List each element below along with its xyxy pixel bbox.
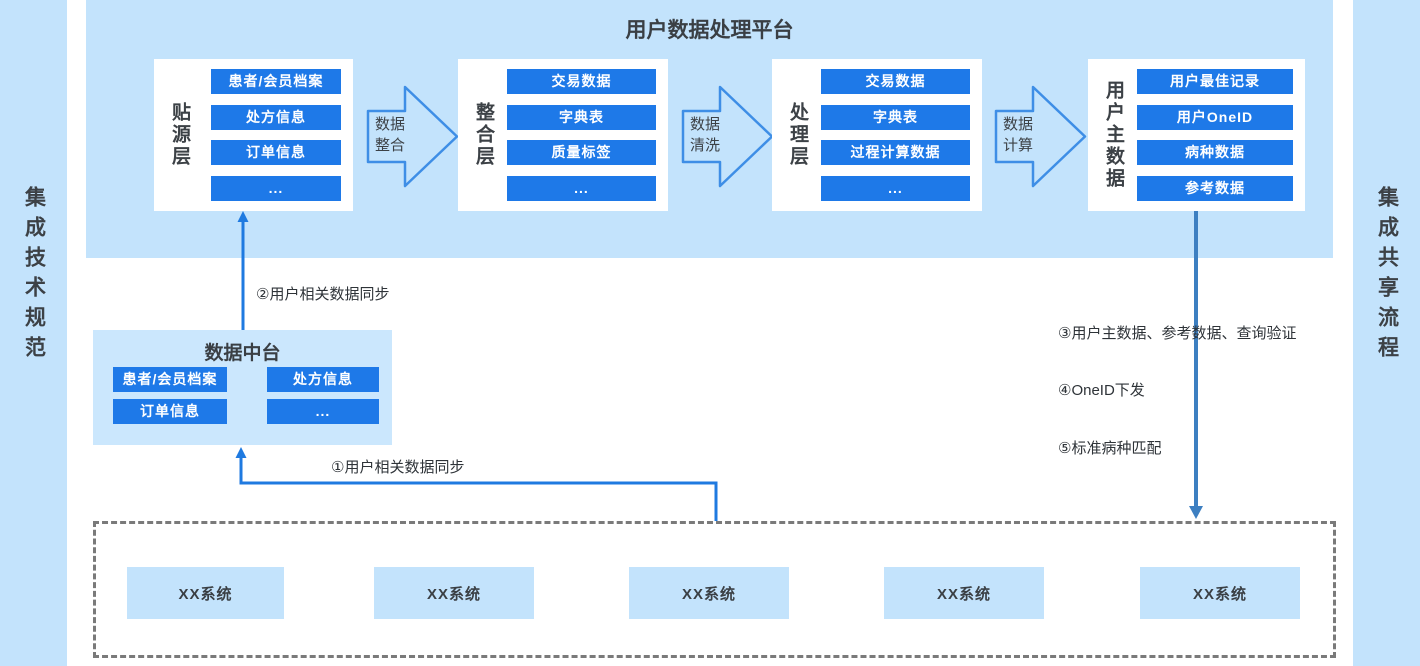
- layer-source-items: 患者/会员档案 处方信息 订单信息 ...: [211, 69, 341, 201]
- flow-label-step4: ④OneID下发: [1058, 382, 1145, 399]
- layer-source-label: 贴源层: [169, 102, 190, 168]
- data-item: 质量标签: [507, 140, 656, 166]
- layer-processing-label: 处理层: [787, 102, 808, 168]
- data-item: 患者/会员档案: [113, 367, 227, 392]
- layer-integration-items: 交易数据 字典表 质量标签 ...: [507, 69, 656, 201]
- process-arrow-computing: 数据计算: [994, 84, 1088, 189]
- layer-integration: 整合层 交易数据 字典表 质量标签 ...: [458, 59, 668, 211]
- layer-integration-label: 整合层: [473, 102, 494, 168]
- system-box: XX系统: [374, 567, 534, 619]
- system-box: XX系统: [127, 567, 284, 619]
- right-sidebar: 集成共享流程: [1353, 0, 1420, 666]
- system-box: XX系统: [1140, 567, 1300, 619]
- data-item: 字典表: [507, 104, 656, 130]
- process-arrow-label: 数据清洗: [689, 116, 720, 154]
- data-item: 订单信息: [211, 140, 341, 166]
- data-middle-platform: 数据中台 患者/会员档案 处方信息 订单信息 ...: [93, 330, 392, 445]
- data-item: 字典表: [821, 104, 970, 130]
- data-item: 用户OneID: [1137, 104, 1293, 130]
- data-item-ellipsis: ...: [507, 175, 656, 201]
- process-arrow-integration: 数据整合: [366, 84, 460, 189]
- data-item: 处方信息: [267, 367, 379, 392]
- process-arrow-cleaning: 数据清洗: [681, 84, 775, 189]
- data-item-ellipsis: ...: [211, 175, 341, 201]
- process-arrow-label: 数据整合: [374, 116, 405, 154]
- right-sidebar-label: 集成共享流程: [1375, 186, 1399, 366]
- block-arrow-icon: [366, 85, 459, 188]
- data-item: 处方信息: [211, 104, 341, 130]
- layer-user-master-data-label: 用户主数据: [1103, 80, 1124, 190]
- layer-source: 贴源层 患者/会员档案 处方信息 订单信息 ...: [154, 59, 353, 211]
- flow-label-step1: ①用户相关数据同步: [331, 459, 465, 476]
- flow-label-step3: ③用户主数据、参考数据、查询验证: [1058, 325, 1297, 342]
- platform-title: 用户数据处理平台: [625, 19, 794, 42]
- process-arrow-label: 数据计算: [1002, 116, 1033, 154]
- data-item: 过程计算数据: [821, 140, 970, 166]
- layer-user-master-data-items: 用户最佳记录 用户OneID 病种数据 参考数据: [1137, 69, 1293, 201]
- layer-user-master-data: 用户主数据 用户最佳记录 用户OneID 病种数据 参考数据: [1088, 59, 1305, 211]
- flow-label-step5: ⑤标准病种匹配: [1058, 440, 1162, 457]
- data-item: 参考数据: [1137, 175, 1293, 201]
- system-box: XX系统: [884, 567, 1044, 619]
- left-sidebar: 集成技术规范: [0, 0, 67, 666]
- layer-processing-items: 交易数据 字典表 过程计算数据 ...: [821, 69, 970, 201]
- data-middle-platform-title: 数据中台: [204, 343, 281, 364]
- data-item-ellipsis: ...: [821, 175, 970, 201]
- data-item: 交易数据: [507, 69, 656, 94]
- data-item-ellipsis: ...: [267, 399, 379, 424]
- flow-label-step2: ②用户相关数据同步: [256, 286, 390, 303]
- layer-processing: 处理层 交易数据 字典表 过程计算数据 ...: [772, 59, 982, 211]
- block-arrow-icon: [994, 85, 1087, 188]
- left-sidebar-label: 集成技术规范: [22, 186, 46, 366]
- system-box: XX系统: [629, 567, 789, 619]
- data-item: 用户最佳记录: [1137, 69, 1293, 94]
- data-item: 病种数据: [1137, 140, 1293, 166]
- data-item: 订单信息: [113, 399, 227, 424]
- data-item: 交易数据: [821, 69, 970, 94]
- data-item: 患者/会员档案: [211, 69, 341, 94]
- block-arrow-icon: [681, 85, 774, 188]
